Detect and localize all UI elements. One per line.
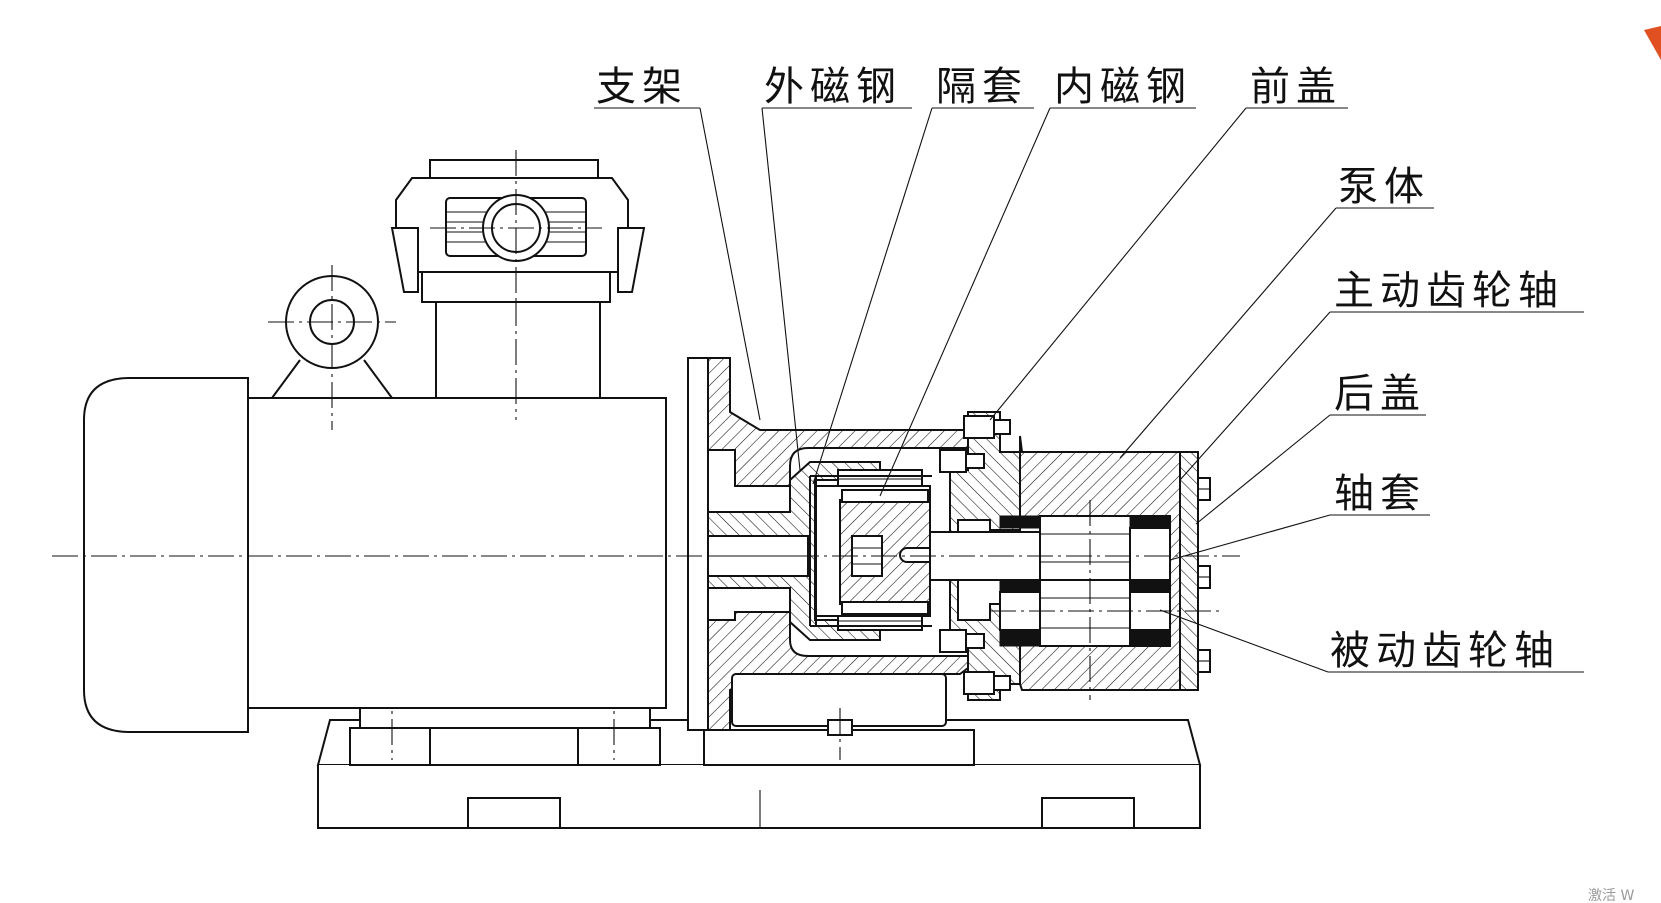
motor xyxy=(83,150,667,733)
corner-accent-mark xyxy=(1644,26,1661,60)
watermark-text: 激活 W xyxy=(1588,887,1634,903)
bracket-housing xyxy=(687,357,975,766)
part-labels: 支架 外磁钢 隔套 内磁钢 前盖 泵体 主动齿轮轴 后盖 轴套 被动齿轮轴 xyxy=(596,64,1564,674)
label-bushing: 轴套 xyxy=(1334,471,1426,517)
label-bracket: 支架 xyxy=(596,64,688,110)
label-rear-cover: 后盖 xyxy=(1334,371,1426,417)
motor-foot xyxy=(349,680,661,766)
label-isolation-sleeve: 隔套 xyxy=(936,64,1028,110)
rear-cover xyxy=(1179,451,1211,691)
label-inner-magnet: 内磁钢 xyxy=(1054,64,1192,110)
label-drive-gear-shaft: 主动齿轮轴 xyxy=(1334,268,1564,314)
label-front-cover: 前盖 xyxy=(1250,64,1342,110)
label-driven-gear-shaft: 被动齿轮轴 xyxy=(1330,628,1560,674)
label-outer-magnet: 外磁钢 xyxy=(764,64,902,110)
center-lines xyxy=(52,500,1240,700)
leader-lines xyxy=(594,107,1584,673)
label-pump-body: 泵体 xyxy=(1338,164,1430,210)
gear-shafts xyxy=(929,515,1171,647)
front-cover xyxy=(939,411,1021,701)
